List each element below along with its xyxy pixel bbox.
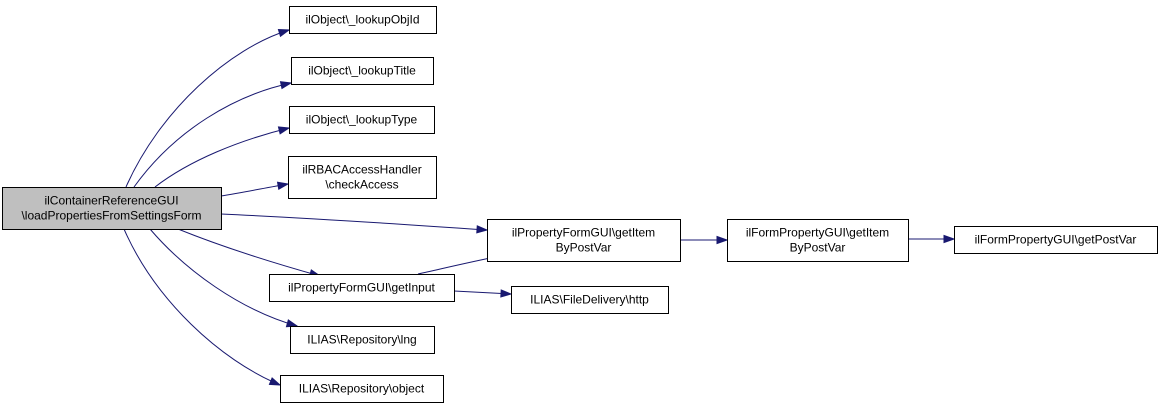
- node-n4[interactable]: ilRBACAccessHandler\checkAccess: [288, 156, 437, 199]
- arrowhead-icon: [276, 181, 290, 190]
- arrowhead-icon: [285, 319, 299, 328]
- node-box[interactable]: [269, 274, 455, 302]
- node-label: ILIAS\Repository\lng: [307, 333, 416, 347]
- edge-root-n7: [149, 228, 299, 328]
- edge-line: [154, 127, 290, 188]
- edge-root-n5: [220, 213, 489, 234]
- node-label: ILIAS\Repository\object: [299, 382, 425, 396]
- edge-root-n6: [177, 228, 322, 278]
- node-n7[interactable]: ILIAS\Repository\lng: [290, 326, 435, 354]
- edge-line: [123, 228, 281, 386]
- node-label: ilObject\_lookupObjId: [305, 13, 419, 27]
- node-label: ilObject\_lookupType: [306, 113, 418, 127]
- node-n6[interactable]: ilPropertyFormGUI\getInput: [269, 274, 455, 302]
- node-box[interactable]: [511, 286, 669, 314]
- edge-n6-n10: [453, 289, 513, 298]
- node-n1[interactable]: ilObject\_lookupObjId: [289, 6, 437, 34]
- arrowhead-icon: [279, 81, 293, 90]
- node-box[interactable]: [289, 6, 437, 34]
- nodes-layer: ilContainerReferenceGUI\loadPropertiesFr…: [2, 6, 1158, 403]
- node-n3[interactable]: ilObject\_lookupType: [289, 106, 435, 134]
- node-label: ByPostVar: [790, 241, 846, 255]
- arrowhead-icon: [943, 234, 956, 244]
- node-box[interactable]: [487, 219, 681, 262]
- node-label: \checkAccess: [325, 178, 398, 192]
- node-label: \loadPropertiesFromSettingsForm: [21, 209, 201, 223]
- arrowhead-icon: [268, 377, 282, 386]
- arrowhead-icon: [277, 29, 291, 38]
- arrowhead-icon: [716, 235, 729, 245]
- node-root[interactable]: ilContainerReferenceGUI\loadPropertiesFr…: [2, 187, 222, 230]
- edge-root-n4: [220, 181, 290, 197]
- node-n8[interactable]: ILIAS\Repository\object: [280, 375, 444, 403]
- edge-line: [220, 213, 488, 231]
- node-box[interactable]: [2, 187, 222, 230]
- edge-root-n3: [154, 126, 291, 188]
- node-label: ilFormPropertyGUI\getPostVar: [975, 233, 1137, 247]
- node-box[interactable]: [288, 156, 437, 199]
- node-n2[interactable]: ilObject\_lookupTitle: [291, 57, 434, 85]
- node-n10[interactable]: ILIAS\FileDelivery\http: [511, 286, 669, 314]
- arrowhead-icon: [500, 289, 513, 298]
- edge-root-n8: [123, 228, 282, 386]
- edge-line: [149, 228, 298, 327]
- arrowhead-icon: [277, 126, 291, 135]
- edge-n9-n11: [908, 234, 956, 244]
- node-label: ilObject\_lookupTitle: [308, 64, 416, 78]
- node-label: ilPropertyFormGUI\getItem: [512, 226, 655, 240]
- node-label: ilFormPropertyGUI\getItem: [746, 226, 889, 240]
- node-label: ilContainerReferenceGUI: [44, 194, 178, 208]
- node-box[interactable]: [291, 57, 434, 85]
- node-label: ByPostVar: [556, 241, 612, 255]
- edge-root-n1: [125, 29, 291, 188]
- edge-line: [125, 29, 290, 188]
- node-box[interactable]: [280, 375, 444, 403]
- node-n11[interactable]: ilFormPropertyGUI\getPostVar: [954, 226, 1158, 254]
- edge-line: [133, 82, 292, 188]
- node-label: ILIAS\FileDelivery\http: [530, 293, 649, 307]
- arrowhead-icon: [476, 225, 489, 234]
- node-box[interactable]: [290, 326, 435, 354]
- edge-line: [177, 228, 321, 277]
- edges-layer: [123, 29, 956, 386]
- node-box[interactable]: [954, 226, 1158, 254]
- edge-root-n2: [133, 81, 293, 188]
- node-box[interactable]: [289, 106, 435, 134]
- node-box[interactable]: [727, 219, 909, 262]
- node-label: ilRBACAccessHandler: [302, 163, 421, 177]
- node-label: ilPropertyFormGUI\getInput: [288, 281, 435, 295]
- edge-n5-n9: [680, 235, 729, 245]
